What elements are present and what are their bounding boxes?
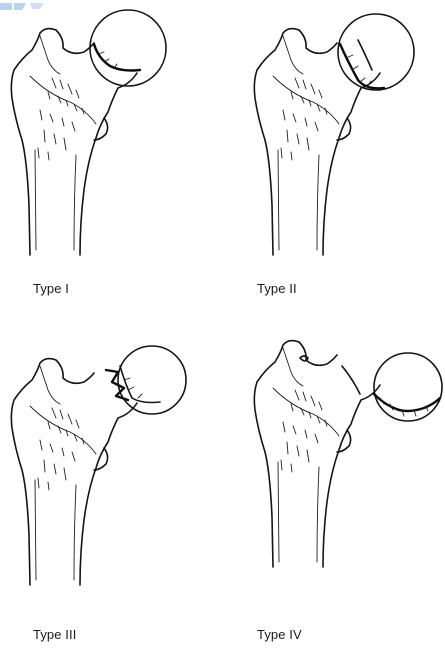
femoral-head-3 [106,346,186,414]
femoral-head-4 [300,353,442,421]
panel-label-type-1: Type I [33,281,69,296]
panel-type-1 [11,10,166,255]
femoral-head-1 [90,10,166,86]
panel-type-4 [254,341,442,567]
panel-label-type-4: Type IV [257,627,302,642]
panel-type-3 [11,346,186,585]
panel-label-type-3: Type III [33,627,76,642]
panel-type-2 [254,14,414,255]
panel-label-type-2: Type II [257,281,297,296]
